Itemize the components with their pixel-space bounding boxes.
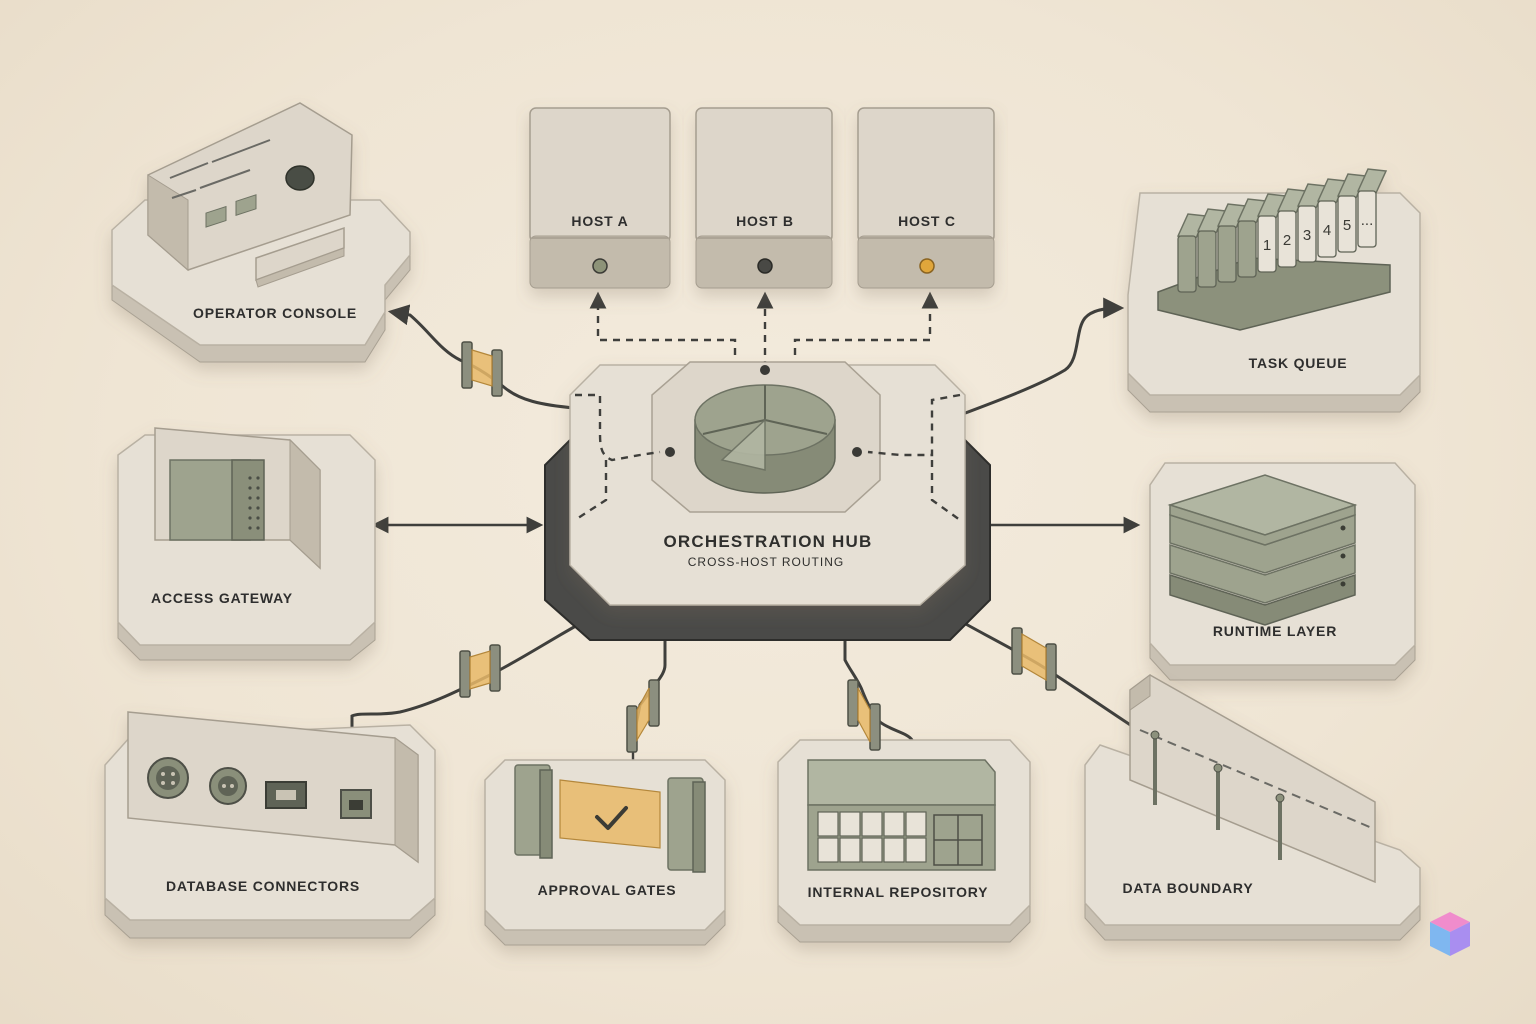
repository-cell [862, 838, 882, 862]
access-gateway-node[interactable]: ACCESS GATEWAY [118, 428, 375, 660]
approval-gates-node[interactable]: APPROVAL GATES [485, 760, 725, 945]
host-a[interactable]: HOST A [530, 108, 670, 288]
queue-slot-number: 1 [1263, 237, 1271, 254]
brand-cube-icon [1430, 912, 1470, 956]
host-c-status-light [920, 259, 934, 273]
dash-host-c [795, 295, 930, 355]
internal-repository-node[interactable]: INTERNAL REPOSITORY [778, 740, 1030, 942]
repository-cell [906, 838, 926, 862]
database-connectors-label: DATABASE CONNECTORS [166, 878, 360, 894]
wire-task-queue [960, 308, 1120, 415]
access-gateway-label: ACCESS GATEWAY [151, 590, 293, 606]
repository-icon [808, 760, 995, 870]
host-a-label: HOST A [571, 213, 628, 229]
tap-icon [627, 680, 659, 752]
repository-cell [840, 812, 860, 836]
queue-slot-number: 4 [1323, 222, 1331, 239]
runtime-layer-label: RUNTIME LAYER [1213, 623, 1337, 639]
hub-port-left [665, 447, 675, 457]
repository-cell [884, 838, 904, 862]
hub-port-top [760, 365, 770, 375]
internal-repository-label: INTERNAL REPOSITORY [808, 884, 989, 900]
host-b[interactable]: HOST B [696, 108, 832, 288]
database-connectors-node[interactable]: DATABASE CONNECTORS [105, 712, 435, 938]
repository-cell [840, 838, 860, 862]
hub-subtitle: CROSS-HOST ROUTING [688, 555, 844, 569]
tap-icon [462, 342, 502, 396]
host-a-status-light [593, 259, 607, 273]
host-c-label: HOST C [898, 213, 956, 229]
repository-cell [862, 812, 882, 836]
approval-gates-label: APPROVAL GATES [538, 882, 677, 898]
queue-slot-number: 2 [1283, 232, 1291, 249]
queue-slot-number: ... [1361, 212, 1374, 229]
hub-title: ORCHESTRATION HUB [664, 532, 873, 551]
repository-cell [884, 812, 904, 836]
queue-slot-number: 5 [1343, 217, 1351, 234]
operator-console-node[interactable]: OPERATOR CONSOLE [112, 103, 410, 362]
router-puck-icon [695, 385, 835, 493]
dash-host-a [598, 295, 735, 355]
host-b-label: HOST B [736, 213, 794, 229]
data-boundary-node[interactable]: DATA BOUNDARY [1085, 675, 1420, 940]
runtime-layer-node[interactable]: RUNTIME LAYER [1150, 463, 1415, 680]
host-b-status-light [758, 259, 772, 273]
data-boundary-label: DATA BOUNDARY [1123, 880, 1254, 896]
host-c[interactable]: HOST C [858, 108, 994, 288]
orchestration-hub[interactable]: ORCHESTRATION HUB CROSS-HOST ROUTING [545, 362, 990, 640]
repository-cell [818, 812, 838, 836]
repository-cell [906, 812, 926, 836]
operator-console-label: OPERATOR CONSOLE [193, 305, 357, 321]
repository-cell [818, 838, 838, 862]
queue-slot-number: 3 [1303, 227, 1311, 244]
tap-icon [460, 645, 500, 697]
task-queue-label: TASK QUEUE [1249, 355, 1348, 371]
hub-port-right [852, 447, 862, 457]
tap-icon [1012, 628, 1056, 690]
hosts-group: HOST A HOST B HOST C [530, 108, 994, 288]
server-stack-icon [1170, 475, 1355, 625]
